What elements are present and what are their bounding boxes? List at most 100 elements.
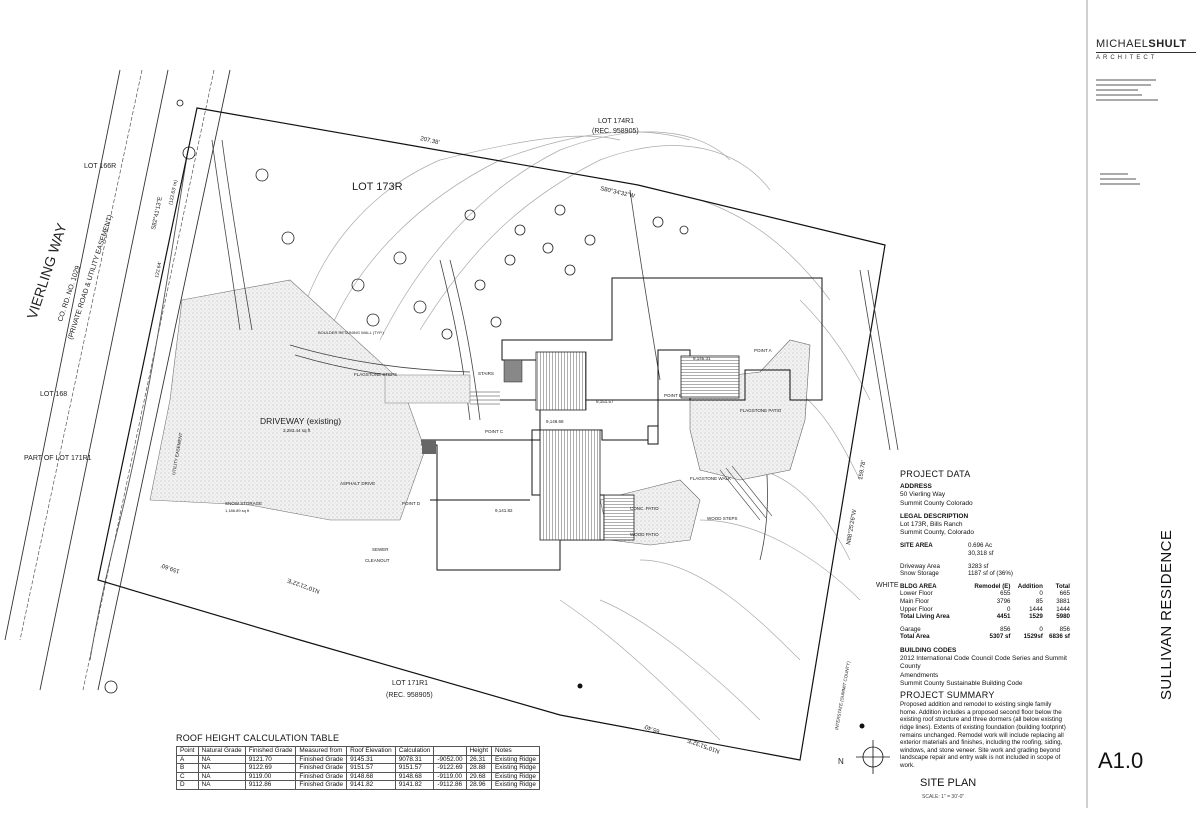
dist-left2-label: 122.64' <box>154 261 163 278</box>
sheet-title: SITE PLAN <box>920 777 977 789</box>
snow-storage-value: 1187 sf of (36%) <box>968 570 1013 578</box>
elev-3-label: 9,141.82 <box>495 508 513 513</box>
stair-tower <box>503 359 523 383</box>
lot-166r-label: LOT 166R <box>84 163 116 170</box>
firm-block: MICHAELSHULT ARCHITECT <box>1096 38 1196 104</box>
flagstone-patio <box>689 339 811 481</box>
point-b-label: POINT B <box>664 393 682 398</box>
lot-168-label: LOT 168 <box>40 391 67 398</box>
bearing-right-label: N88°25'26"W <box>846 509 858 546</box>
project-data-heading: PROJECT DATA <box>900 469 971 479</box>
cleanout-label: CLEANOUT <box>365 558 390 563</box>
survey-markers <box>104 99 196 694</box>
sewer-label: SEWER <box>372 547 389 552</box>
legal-label: LEGAL DESCRIPTION <box>900 512 969 520</box>
address-line-1: 50 Vierling Way <box>900 491 946 499</box>
driveway-label: DRIVEWAY (existing) <box>260 416 341 426</box>
bearing-bottom2-label: N10°51'32"E <box>687 736 721 753</box>
chimney <box>647 425 659 445</box>
dormer-3 <box>680 355 740 399</box>
white-label: WHITE <box>876 582 899 589</box>
bearing-left-label: S82°41'13"E <box>151 196 164 230</box>
roof-table-title: ROOF HEIGHT CALCULATION TABLE <box>176 733 340 743</box>
lot-173r-label: LOT 173R <box>352 181 403 193</box>
asphalt-label: ASPHALT DRIVE <box>340 481 375 486</box>
wood-patio-label: WOOD PATIO <box>630 532 659 537</box>
driveway-area-label: 3,283.44 sq ft <box>283 428 311 433</box>
bearing-top-label: S80°34'32"W <box>600 186 636 200</box>
codes-label: BUILDING CODES <box>900 646 957 654</box>
bldg-area-header: Total <box>1055 582 1070 590</box>
project-summary-text: Proposed addition and remodel to existin… <box>900 701 1066 769</box>
sheet-scale: SCALE: 1" = 30'-0" <box>922 794 965 800</box>
trees <box>255 168 689 340</box>
dormer-2 <box>539 429 601 541</box>
bldg-area-table: BLDG AREA Remodel (E) Addition Total Low… <box>900 583 1070 641</box>
address-line-2: Summit County Colorado <box>900 499 973 507</box>
driveway-area <box>149 279 426 521</box>
dormer-4 <box>603 494 635 541</box>
driveway-area-value: 3283 sf <box>968 562 989 570</box>
dist-bottom2-label: 65.40' <box>643 723 660 734</box>
legal-line-2: Summit County, Colorado <box>900 529 974 537</box>
project-data-panel: PROJECT DATA ADDRESS 50 Vierling Way Sum… <box>900 469 1070 770</box>
conc-patio-label: CONC. PATIO <box>630 506 659 511</box>
flagstone-steps <box>384 374 471 404</box>
flagstone-walk-label: FLAGSTONE WALK <box>690 476 731 481</box>
boulder-retaining-walls <box>211 139 899 561</box>
property-boundary <box>97 107 886 761</box>
flagstone-steps-label: FLAGSTONE STEPS <box>354 372 397 377</box>
wood-steps-label: WOOD STEPS <box>707 516 738 521</box>
firm-name-bold: SHULT <box>1148 38 1187 50</box>
lot-171r1-label: LOT 171R1 <box>392 680 428 687</box>
bearing-bottom-label: N10°21'22"E <box>287 576 321 593</box>
firm-contact-fineprint <box>1096 79 1196 101</box>
boulder-wall-label: BOULDER RETAINING WALL (TYP.) <box>318 330 384 335</box>
legal-line-1: Lot 173R, Bills Ranch <box>900 521 963 529</box>
snow-storage-label: SNOW STORAGE <box>225 501 262 506</box>
entry-block <box>422 440 436 454</box>
driveway-area-label: Driveway Area <box>900 562 940 570</box>
elev-1-label: 9,151.57 <box>596 399 614 404</box>
interstate-label: INTERSTATE (SUMMIT COUNTY) <box>834 660 851 730</box>
firm-name-light: MICHAEL <box>1096 38 1149 50</box>
property-pin <box>577 683 583 689</box>
issue-dates-fineprint <box>1100 170 1140 188</box>
north-arrow <box>856 740 890 774</box>
project-title: SULLIVAN RESIDENCE <box>1158 529 1175 700</box>
rec-bottom-label: (REC. 958905) <box>386 692 433 699</box>
dormer-1 <box>535 351 587 411</box>
dist-right-label: 159.78' <box>858 460 867 480</box>
sheet-number: A1.0 <box>1098 748 1144 773</box>
point-c-label: POINT C <box>485 429 504 434</box>
address-label: ADDRESS <box>900 483 932 491</box>
site-area-sf: 30,318 sf <box>968 550 994 558</box>
road-edge-dashes <box>19 69 215 691</box>
dist-left-label: (122.63' m) <box>168 179 179 205</box>
firm-name: MICHAELSHULT <box>1096 38 1196 50</box>
part-lot-171r1-label: PART OF LOT 171R1 <box>24 455 92 462</box>
codes-line-3: Summit County Sustainable Building Code <box>900 679 1023 687</box>
rec-top-label: (REC. 958905) <box>592 128 639 135</box>
project-summary-heading: PROJECT SUMMARY <box>900 689 995 700</box>
site-area-ac: 0.696 Ac <box>968 542 993 550</box>
stairs-label: STAIRS <box>478 371 494 376</box>
bldg-area-header: Remodel (E) <box>974 582 1011 590</box>
elev-4-label: 9,145.31 <box>693 356 711 361</box>
stairs <box>470 391 773 521</box>
lot-174r1-label: LOT 174R1 <box>598 118 634 125</box>
firm-subtitle: ARCHITECT <box>1096 55 1158 61</box>
